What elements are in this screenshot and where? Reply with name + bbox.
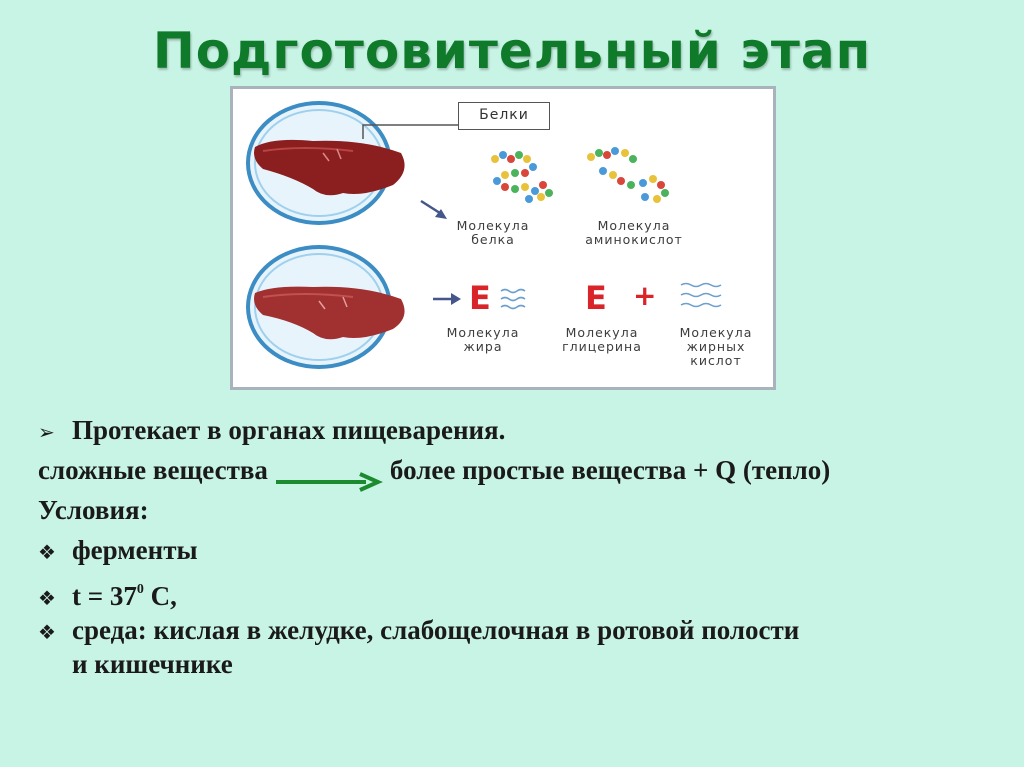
meat-circle-top	[246, 101, 405, 225]
fatty-acid-molecule-label: Молекула жирных кислот	[679, 325, 753, 368]
conditions-heading: Условия:	[38, 495, 149, 525]
glycerol-e-glyph: E	[585, 279, 607, 317]
amino-acid-molecules-icon	[587, 147, 669, 203]
diamond-bullet-icon: ❖	[38, 620, 56, 644]
arrow-to-fat	[433, 293, 461, 305]
plus-sign: +	[633, 279, 657, 312]
digestion-figure: Белки E E + Молекула белка Молекула амин…	[230, 86, 776, 390]
content-text: ➢ Протекает в органах пищеварения. сложны…	[38, 410, 1018, 684]
meat-circle-bottom	[246, 245, 405, 369]
fat-e-glyph: E	[469, 279, 491, 317]
diamond-bullet-icon: ❖	[38, 540, 56, 564]
diamond-bullet-icon: ❖	[38, 586, 56, 610]
complex-substances-text: сложные вещества	[38, 455, 268, 485]
protein-molecule-icon	[491, 151, 553, 203]
figure-illustration	[246, 101, 722, 369]
fat-molecule-icon	[500, 288, 526, 310]
reaction-line: сложные вещества более простые вещества +…	[38, 450, 1018, 492]
arrow-to-protein	[420, 199, 447, 219]
glycerol-molecule-label: Молекула глицерина	[562, 325, 642, 354]
arrow-bullet-icon: ➢	[38, 420, 55, 444]
process-line: ➢ Протекает в органах пищеварения.	[38, 410, 1018, 450]
condition-enzymes: ❖ферменты	[38, 530, 1018, 570]
condition-environment-cont: и кишечнике	[72, 649, 233, 679]
fatty-acids-icon	[680, 282, 722, 308]
fat-molecule-label: Молекула жира	[446, 325, 520, 354]
protein-molecule-label: Молекула белка	[456, 218, 530, 247]
proteins-callout: Белки	[458, 102, 550, 130]
condition-environment: ❖среда: кислая в желудке, слабощелочная …	[38, 610, 1018, 645]
callout-leader	[362, 124, 458, 139]
process-text: Протекает в органах пищеварения.	[72, 415, 506, 445]
simpler-substances-text: более простые вещества + Q (тепло)	[389, 455, 831, 485]
condition-temperature: ❖t = 370 С,	[38, 570, 1018, 611]
amino-acid-molecule-label: Молекула аминокислот	[585, 218, 683, 247]
green-arrow-icon	[274, 463, 384, 492]
page-title: Подготовительный этап	[152, 22, 872, 80]
